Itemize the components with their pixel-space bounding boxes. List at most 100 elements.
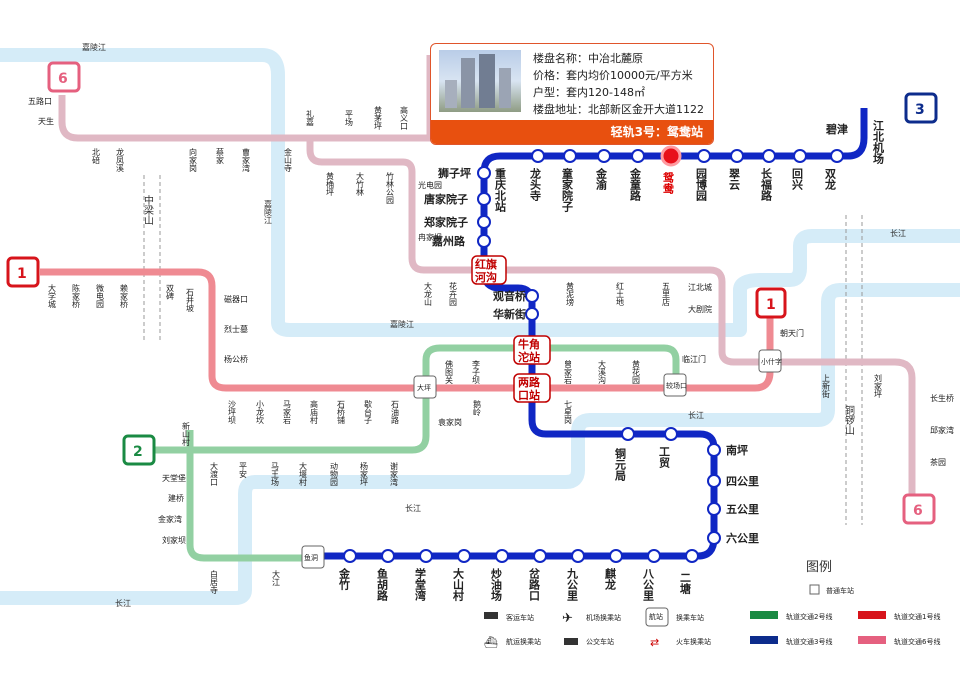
river-label-jialing-1: 嘉陵江	[82, 42, 106, 52]
station-yuanboyuan: 园博园	[695, 168, 708, 202]
line-1	[40, 268, 774, 392]
legend: 图例 普通车站 客运车站 ✈ 机场换乘站 航站 换乘车站 ⛴ 航运换乘站 公交车…	[484, 560, 940, 649]
station-tangjiayuanzi: 唐家院子	[424, 192, 468, 206]
station-donggong: 工贸	[658, 446, 671, 469]
line-badges: 6 1 1 2 3 6	[6, 61, 938, 525]
legend-transfer-station: 换乘车站	[676, 613, 704, 622]
station-huangmaoping: 黄茅坪	[374, 105, 383, 131]
station-xiejiawan: 谢家湾	[390, 461, 399, 487]
station-liujiaping: 刘家坪	[874, 373, 883, 399]
station-caojiawan: 曹家湾	[242, 147, 251, 173]
legend-transfer-icon-text: 航站	[649, 612, 663, 621]
station-dajiang: 大江	[272, 569, 281, 587]
station-dadukou: 大渡口	[210, 461, 219, 486]
station-yuhulu: 鱼胡路	[376, 567, 389, 602]
mountain-lines	[143, 175, 863, 525]
property-photo	[439, 50, 521, 112]
station-dayancun: 大堰村	[299, 461, 308, 486]
station-xiangjiagang: 向家岗	[189, 147, 198, 172]
legend-normal-station: 普通车站	[826, 586, 854, 595]
station-changfulu: 长福路	[760, 167, 774, 202]
station-chayuan: 茶园	[930, 457, 946, 467]
river-label-jialing-3: 嘉陵江	[264, 199, 273, 225]
station-jinyu: 金渝	[595, 167, 609, 191]
legend-ferry-transfer: 航运换乘站	[506, 637, 541, 646]
station-shiziping: 狮子坪	[437, 166, 471, 180]
transfer-stations: 红旗 河沟 牛角 沱站 两路 口站 大坪 较场口 小什字 鱼洞	[301, 255, 782, 569]
airport-icon: ✈	[562, 611, 573, 626]
station-jiazhoulu: 嘉州路	[431, 234, 466, 248]
station-tiantangbao: 天堂堡	[162, 473, 186, 483]
line-3-stations	[343, 149, 844, 563]
legend-bus-station: 公交车站	[586, 637, 614, 646]
station-lieshimu: 烈士墓	[224, 324, 248, 334]
station-qixinggang: 七星岗	[564, 400, 573, 424]
badge-line1-left: 1	[17, 266, 27, 282]
station-longfengxi: 龙凤溪	[116, 147, 125, 173]
station-yangjiaping: 杨家坪	[360, 461, 369, 487]
station-bagongli: 八公里	[642, 568, 656, 602]
station-xinshancun: 新山村	[182, 421, 191, 446]
station-niujiaotuo: 牛角	[518, 337, 540, 351]
station-weidianyuan: 微电园	[96, 283, 105, 309]
station-guangdianyuan: 光电园	[418, 180, 442, 190]
station-dajuyuan: 大剧院	[688, 304, 712, 314]
yuanyang-station-marker[interactable]	[660, 145, 682, 167]
line-6-station-labels: 五路口 天生 北碚 龙凤溪 向家岗 蔡家 曹家湾 金山寺 礼嘉 平场 黄茅坪 高…	[28, 96, 954, 467]
station-caijia: 蔡家	[216, 147, 225, 164]
line-3-station-labels: 碧津 江北机场 双龙 回兴 长福路 翠云 园博园 鸳鸯 金童路 金渝 童家院子 …	[338, 119, 885, 602]
property-name: 楼盘名称：中冶北麓原	[533, 52, 643, 65]
station-changshengqiao: 长生桥	[930, 393, 954, 403]
station-chaotianmen: 朝天门	[780, 328, 804, 338]
river-label-changjiang-3: 长江	[405, 503, 421, 513]
station-tongjiayuanzi: 童家院子	[561, 167, 574, 213]
station-yanggongqiao: 杨公桥	[224, 354, 248, 364]
mountain-label-zhongliang: 中梁山	[142, 194, 154, 225]
property-unit: 户型：套内120-148㎡	[533, 86, 645, 99]
station-yuanyang: 鸳鸯	[662, 171, 676, 195]
station-mawangchang: 马王场	[271, 462, 280, 487]
station-daping: 大坪	[417, 383, 431, 392]
station-wulukou: 五路口	[28, 96, 52, 106]
station-pingan: 平安	[239, 462, 248, 479]
station-xietaizi: 歇台子	[364, 399, 373, 424]
station-tongyuanju: 铜元局	[614, 447, 628, 482]
station-dalongshan: 大龙山	[424, 281, 433, 307]
badge-line6-bottom: 6	[913, 503, 923, 519]
station-chaoyouchang: 炒油场	[490, 568, 503, 602]
rivers	[0, 48, 960, 605]
station-lianglukou: 两路	[518, 375, 541, 389]
station-zhengjiayuanzi: 郑家院子	[424, 215, 468, 229]
station-chongqing-north: 重庆北站	[494, 167, 508, 213]
station-tiansheng: 天生	[38, 116, 54, 126]
legend-line3: 轨道交通3号线	[786, 637, 832, 646]
train-icon: ⇄	[650, 636, 659, 649]
station-jiugongli: 九公里	[566, 567, 580, 602]
station-wugongli: 五公里	[726, 503, 759, 516]
station-shuangbei: 双碑	[166, 284, 175, 301]
station-wulidian: 五里店	[662, 282, 671, 307]
station-hongtudi: 红土地	[616, 281, 625, 306]
badge-line6-top: 6	[58, 71, 68, 87]
station-longtousi: 龙头寺	[529, 167, 543, 202]
river-label-changjiang-4: 长江	[115, 598, 131, 608]
line-2-station-labels: 新山村 大渡口 平安 马王场 大堰村 动物园 杨家坪 谢家湾 袁家岗 佛图关 李…	[158, 354, 706, 594]
mountain-label-tongluo: 铜锣山	[843, 405, 855, 435]
station-ranjiaba: 冉家坝	[418, 232, 442, 242]
station-huaxinjie: 华新街	[493, 307, 526, 321]
station-dazhulin: 大竹林	[356, 171, 365, 197]
station-guanyinqiao: 观音桥	[493, 289, 527, 303]
legend-airport-transfer: 机场换乘站	[586, 613, 621, 622]
svg-text:口站: 口站	[518, 388, 540, 402]
station-dongwuyuan: 动物园	[330, 461, 339, 487]
line-6	[58, 55, 916, 500]
station-xiaoshizi: 小什字	[761, 357, 782, 366]
station-shapingba: 沙坪坝	[228, 400, 237, 425]
station-liugongli: 六公里	[726, 531, 759, 545]
property-popup[interactable]: 楼盘名称：中冶北麓原 价格：套内均价10000元/平方米 户型：套内120-14…	[430, 43, 714, 145]
property-info: 楼盘名称：中冶北麓原 价格：套内均价10000元/平方米 户型：套内120-14…	[533, 50, 713, 135]
station-yudong: 鱼洞	[304, 553, 318, 562]
river-label-changjiang-1: 长江	[890, 228, 906, 238]
station-ertang: 二塘	[679, 572, 692, 595]
station-zengjiayan: 曾家岩	[564, 359, 573, 385]
